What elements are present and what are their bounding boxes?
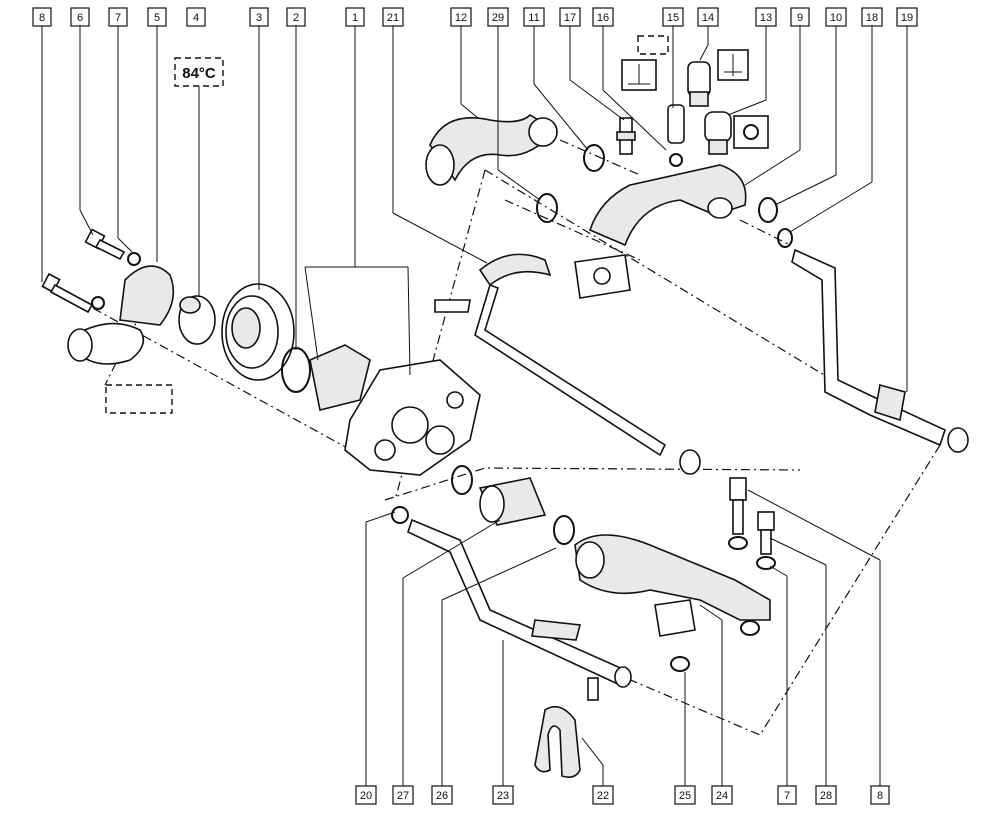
svg-text:14: 14	[702, 12, 714, 24]
callout-19: 19	[896, 7, 918, 27]
callout-25: 25	[674, 785, 696, 805]
lower-pipe-27	[391, 506, 632, 688]
callout-26: 26	[431, 785, 453, 805]
svg-text:25: 25	[679, 790, 691, 802]
outlet-housing-5	[67, 265, 175, 365]
hose-loop-22	[534, 677, 599, 778]
pulley-3	[221, 283, 295, 381]
svg-text:5: 5	[154, 12, 160, 24]
svg-text:17: 17	[564, 12, 576, 24]
callout-14: 14	[697, 7, 719, 27]
leader-lines	[41, 26, 908, 786]
svg-text:1: 1	[352, 12, 358, 24]
callout-3: 3	[249, 7, 269, 27]
callout-28: 28	[815, 785, 837, 805]
o-ring-11	[583, 144, 605, 172]
svg-text:28: 28	[820, 790, 832, 802]
parts-illustration: 84°C	[41, 35, 969, 778]
water-pump-1	[309, 344, 481, 476]
svg-text:24: 24	[716, 790, 728, 802]
callout-16: 16	[592, 7, 614, 27]
svg-text:29: 29	[492, 12, 504, 24]
svg-text:20: 20	[360, 790, 372, 802]
svg-text:23: 23	[497, 790, 509, 802]
callout-22: 22	[592, 785, 614, 805]
callout-7-bottom: 7	[777, 785, 797, 805]
callout-4: 4	[186, 7, 206, 27]
callout-17: 17	[559, 7, 581, 27]
svg-text:8: 8	[877, 790, 883, 802]
thermostat-4	[178, 295, 216, 345]
callout-21: 21	[382, 7, 404, 27]
o-ring-29	[536, 193, 558, 223]
assembly-axis-lines	[59, 139, 941, 736]
thermostat-temperature-text: 84°C	[182, 65, 216, 82]
bolt-6	[84, 228, 141, 266]
svg-text:4: 4	[193, 12, 199, 24]
callout-18: 18	[861, 7, 883, 27]
reference-placeholder-box	[105, 384, 173, 414]
svg-text:2: 2	[293, 12, 299, 24]
svg-text:16: 16	[597, 12, 609, 24]
heater-pipe-19	[791, 248, 969, 453]
filter-cartridge-26	[451, 465, 575, 545]
svg-text:8: 8	[39, 12, 45, 24]
upper-hose-12	[425, 113, 558, 186]
callout-20: 20	[355, 785, 377, 805]
callout-29: 29	[487, 7, 509, 27]
callout-2: 2	[286, 7, 306, 27]
callout-23: 23	[492, 785, 514, 805]
coolant-manifold-9	[574, 164, 747, 299]
callout-1: 1	[345, 7, 365, 27]
svg-text:3: 3	[256, 12, 262, 24]
callout-13: 13	[755, 7, 777, 27]
bypass-pipe-21	[434, 253, 701, 475]
svg-text:7: 7	[115, 12, 121, 24]
temperature-sensor-symbol-icon	[621, 35, 669, 91]
svg-text:15: 15	[667, 12, 679, 24]
coolant-temperature-icon	[717, 49, 749, 81]
heat-temperature-icon	[733, 115, 769, 149]
top-callouts: 8 6 7 5 4 3 2 1 21 12 29 11 17 16 15 14 …	[32, 7, 918, 27]
o-ring-10	[758, 197, 778, 223]
callout-10: 10	[825, 7, 847, 27]
callout-8-bottom: 8	[870, 785, 890, 805]
callout-11: 11	[523, 7, 545, 27]
sensor-13	[704, 111, 732, 155]
gasket-2	[281, 347, 311, 393]
svg-text:7: 7	[784, 790, 790, 802]
bolt-8-right	[728, 477, 748, 550]
callout-24: 24	[711, 785, 733, 805]
bottom-callouts: 20 27 26 23 22 25 24 7 28 8	[355, 785, 890, 805]
sensor-14	[687, 61, 711, 107]
bolt-28	[756, 511, 776, 570]
svg-text:12: 12	[455, 12, 467, 24]
callout-9: 9	[790, 7, 810, 27]
callout-7: 7	[108, 7, 128, 27]
callout-27: 27	[392, 785, 414, 805]
svg-text:6: 6	[77, 12, 83, 24]
thermostat-temperature-label: 84°C	[174, 57, 224, 300]
svg-text:11: 11	[528, 12, 539, 24]
bolt-8	[41, 272, 105, 314]
svg-text:13: 13	[760, 12, 772, 24]
callout-15: 15	[662, 7, 684, 27]
callout-5: 5	[147, 7, 167, 27]
svg-text:21: 21	[387, 12, 399, 24]
sensor-17	[616, 117, 636, 155]
svg-text:18: 18	[866, 12, 878, 24]
svg-text:27: 27	[397, 790, 409, 802]
callout-8: 8	[32, 7, 52, 27]
svg-text:9: 9	[797, 12, 803, 24]
svg-text:19: 19	[901, 12, 913, 24]
callout-12: 12	[450, 7, 472, 27]
sensor-15	[667, 104, 685, 167]
svg-text:22: 22	[597, 790, 609, 802]
o-ring-18	[777, 228, 793, 248]
svg-text:26: 26	[436, 790, 448, 802]
svg-text:10: 10	[830, 12, 842, 24]
lower-outlet-24	[574, 534, 771, 672]
callout-6: 6	[70, 7, 90, 27]
